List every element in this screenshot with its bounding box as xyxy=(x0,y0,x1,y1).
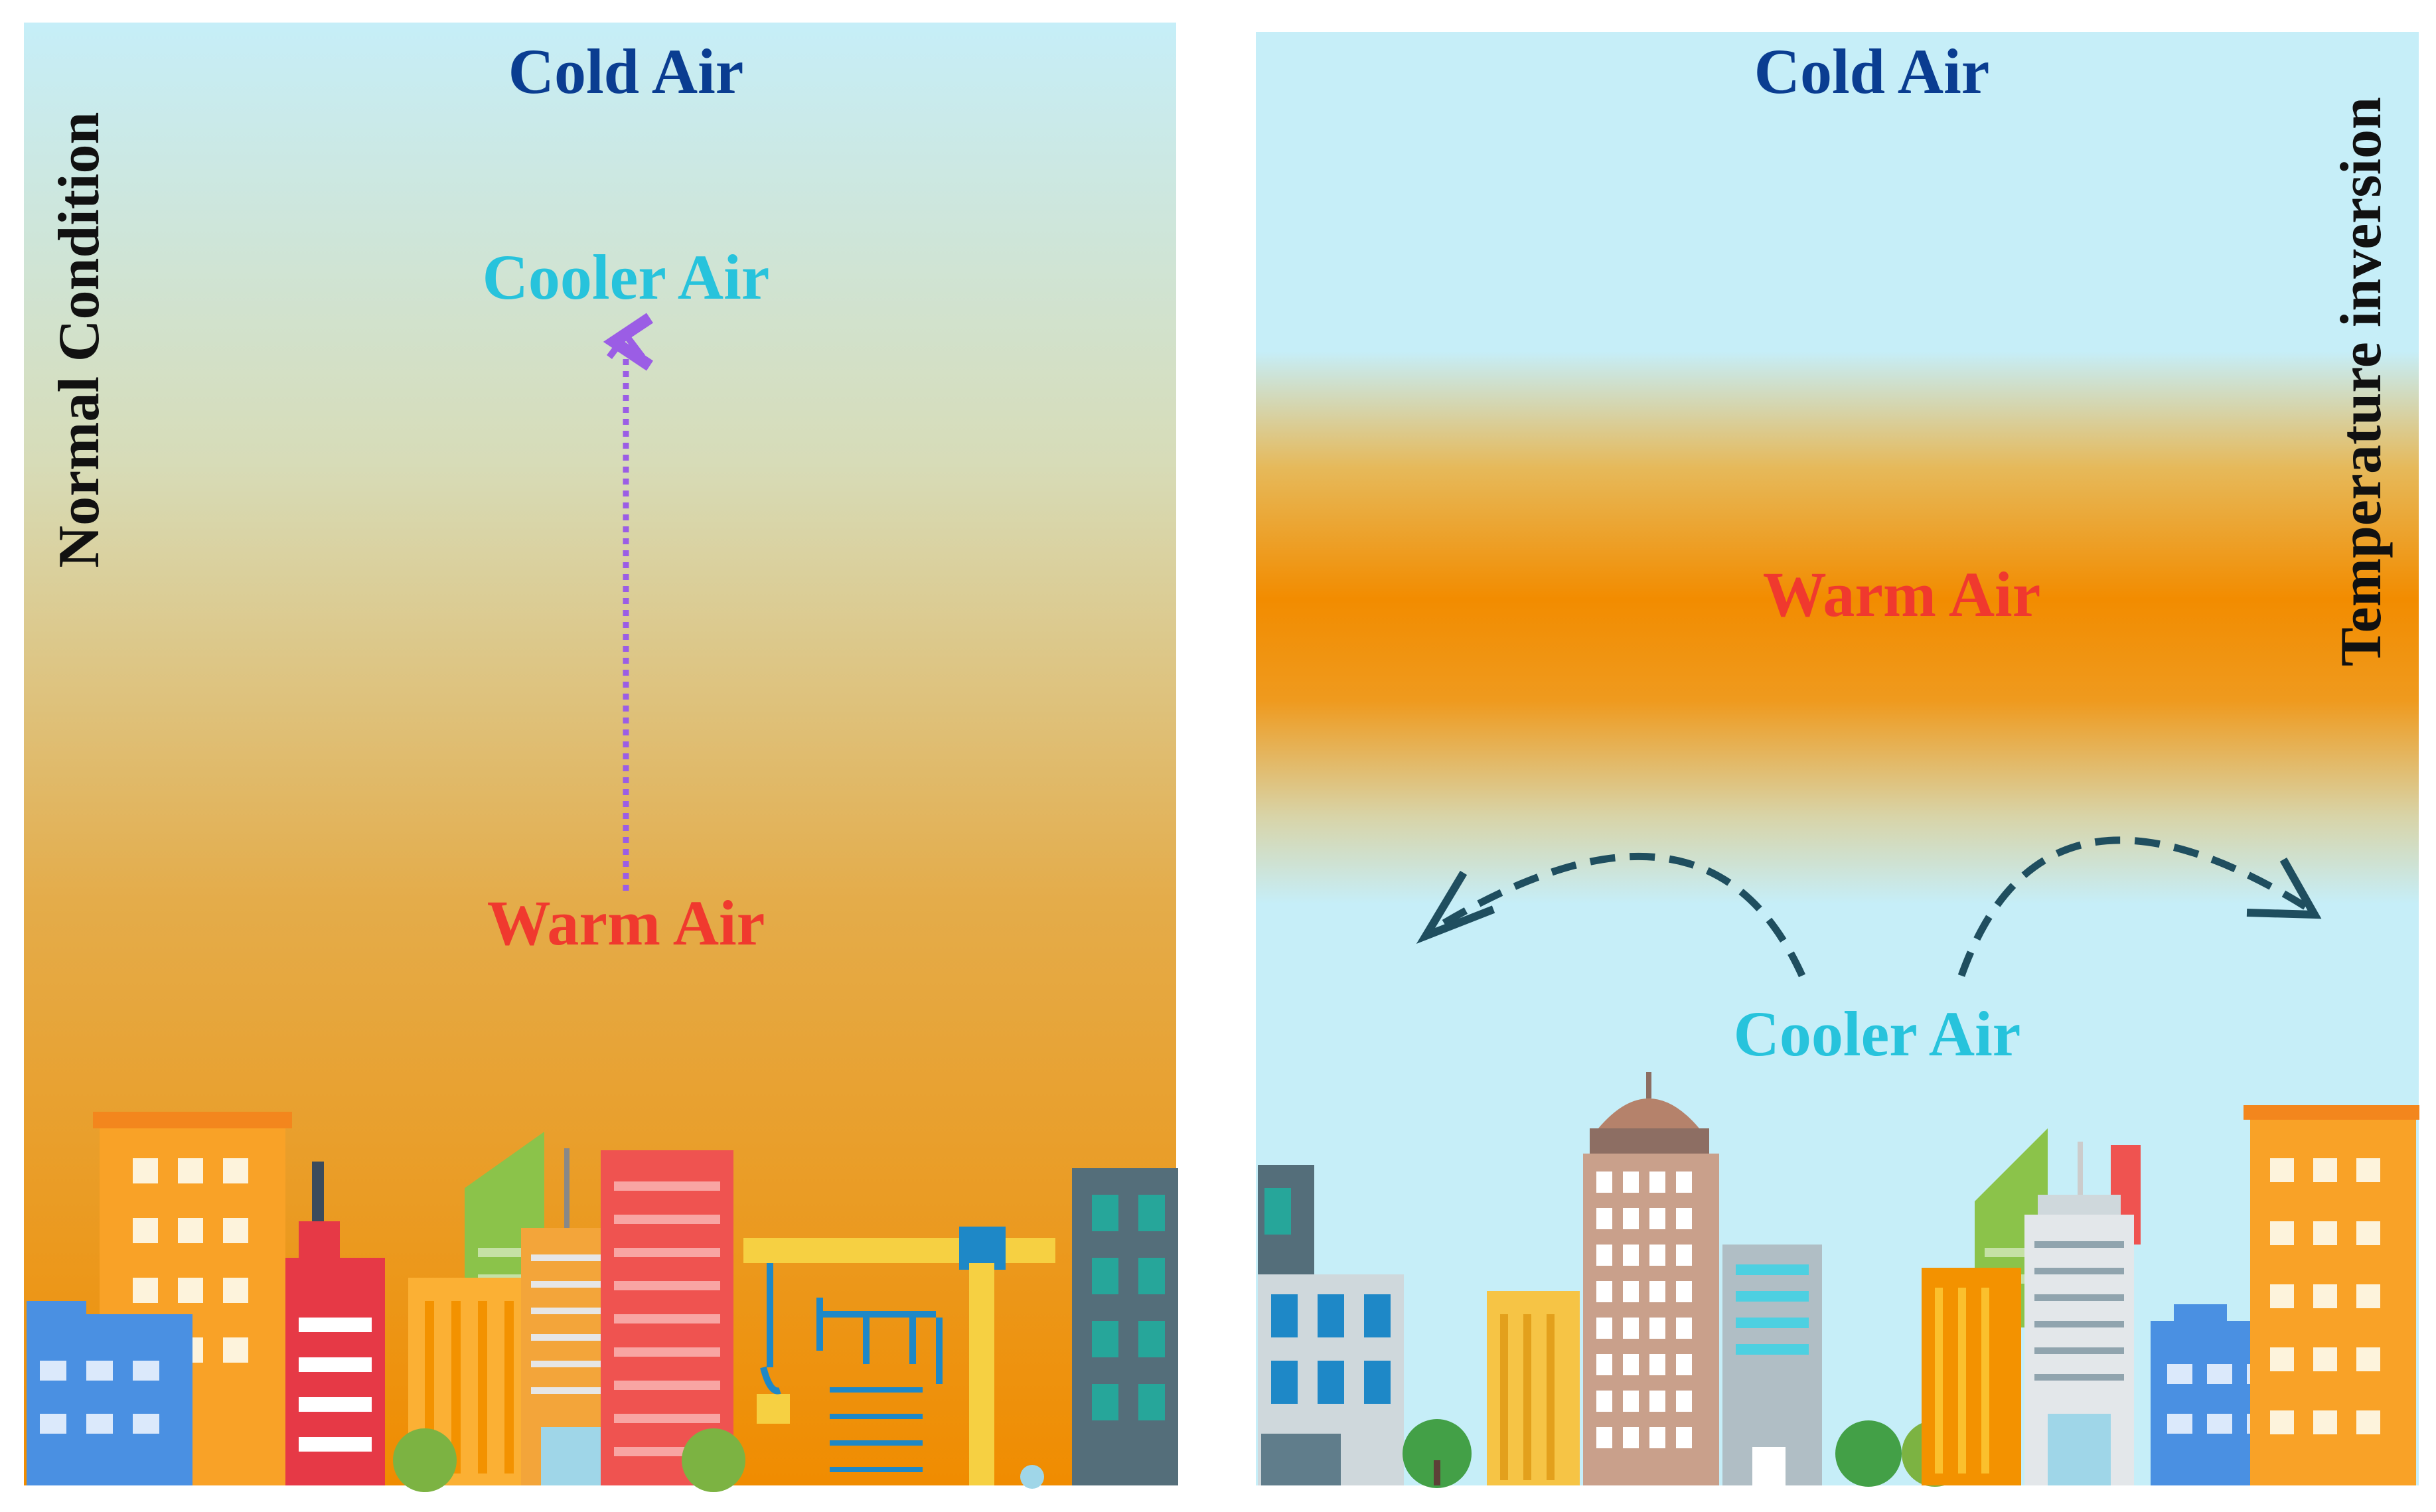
left-spread-arrowhead xyxy=(1416,870,1495,945)
left-cooler-air-label: Cooler Air xyxy=(483,242,770,313)
right-warm-air-label: Warm Air xyxy=(1763,559,2041,630)
rising-air-arrowhead xyxy=(607,329,645,360)
left-city-skyline xyxy=(27,1112,1178,1492)
right-spread-arrowhead xyxy=(2246,858,2322,919)
left-warm-air-label: Warm Air xyxy=(487,887,765,958)
right-panel: Cold Air Warm Air Cooler Air Temperature… xyxy=(1256,32,2419,1488)
right-cold-air-label: Cold Air xyxy=(1754,36,1990,107)
right-side-label: Temperature inversion xyxy=(2329,97,2394,666)
right-cooler-air-label: Cooler Air xyxy=(1734,998,2021,1069)
right-city-skyline xyxy=(1258,1072,2419,1488)
right-spread-arrow xyxy=(1957,836,2312,977)
left-panel: Cold Air Cooler Air Warm Air Normal Cond… xyxy=(24,23,1178,1492)
right-sky-gradient xyxy=(1256,32,2419,1485)
left-cold-air-label: Cold Air xyxy=(508,36,744,107)
left-side-label: Normal Condition xyxy=(47,112,112,568)
left-spread-arrow xyxy=(1432,852,1806,978)
